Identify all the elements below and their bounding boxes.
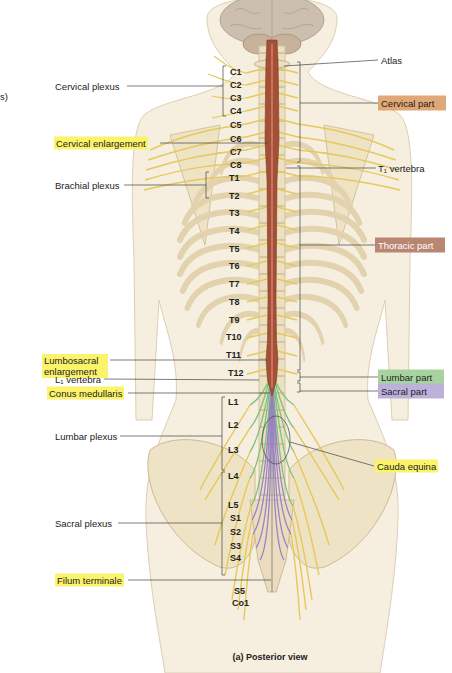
plexus-bracket (124, 172, 209, 198)
nerve-label: L3 (228, 445, 239, 456)
nerve-label: S2 (230, 527, 241, 538)
filum-terminale-strand (272, 396, 273, 592)
nerve-label: C7 (230, 147, 242, 158)
nerve-label: S1 (230, 513, 241, 524)
rib (180, 229, 260, 257)
rib (183, 263, 261, 291)
rib (284, 246, 364, 274)
nerve-label: T10 (226, 332, 242, 343)
nerve-label: T1 (229, 173, 240, 184)
body-silhouette (132, 0, 411, 673)
leader-line (290, 442, 374, 466)
leader-line (128, 580, 271, 581)
region-box: Lumbar part (378, 370, 444, 385)
plexus-bracket (127, 66, 226, 116)
nerve-label: T7 (229, 279, 240, 290)
plexus-bracket (120, 397, 225, 470)
part-label: Lumbar plexus (55, 431, 117, 442)
nerve-label: L1 (228, 397, 239, 408)
term-text: Cervical enlargement (56, 138, 146, 149)
nerve-label: C2 (230, 80, 242, 91)
cropped-text: s) (0, 91, 8, 102)
nerve-label: T8 (229, 297, 240, 308)
highlighted-term: Cervical enlargement (54, 137, 148, 150)
nerve-label: C6 (230, 134, 242, 145)
region-box: Cervical part (378, 96, 446, 111)
part-label: Sacral plexus (55, 518, 112, 529)
leader-line (284, 60, 378, 66)
nerve-label: S3 (230, 541, 241, 552)
highlighted-term: Conus medullaris (47, 387, 124, 400)
plexus-bracket (118, 472, 225, 575)
rib (180, 246, 260, 274)
region-bracket (297, 62, 378, 162)
spinal-cord (265, 40, 279, 396)
term-text: Lumbar part (381, 372, 441, 383)
cauda-equina-loop (262, 416, 290, 464)
nerve-label: C1 (230, 67, 242, 78)
nerve-label: L2 (228, 420, 239, 431)
rib (284, 212, 364, 240)
spinal-cord-highlight (271, 44, 273, 388)
nerve-label: L4 (228, 471, 239, 482)
nerve-label: Co1 (232, 598, 249, 609)
leader-line (286, 168, 376, 169)
highlighted-term: Cauda equina (375, 460, 438, 473)
nerve-label: T11 (226, 350, 241, 361)
leader-line (128, 393, 270, 394)
ilium (148, 440, 255, 569)
rib (283, 280, 357, 308)
nerve-label: S4 (230, 553, 241, 564)
region-bracket (297, 166, 375, 370)
region-bracket (297, 383, 378, 392)
term-text: Cervical part (381, 98, 443, 109)
nerve-label: T2 (229, 191, 240, 202)
leader-line (104, 379, 259, 380)
nerve-label: T12 (228, 368, 244, 379)
term-text: Cauda equina (377, 461, 436, 472)
nerve-label: T3 (229, 208, 240, 219)
nerve-label: C4 (230, 106, 242, 117)
leader-line (110, 360, 266, 361)
part-label: Brachial plexus (55, 180, 119, 191)
nerve-label: T9 (229, 315, 240, 326)
region-box: Sacral part (378, 384, 444, 399)
brain-gyri (230, 0, 314, 44)
region-box: Thoracic part (375, 238, 445, 253)
cervical-plexus-nerves (208, 56, 246, 118)
nerve-label: C3 (230, 93, 242, 104)
part-label: Atlas (381, 55, 402, 66)
nerve-label: T4 (229, 226, 240, 237)
part-label: Cervical plexus (55, 81, 119, 92)
nerve-label: S5 (234, 586, 245, 597)
term-text: Thoracic part (378, 240, 442, 251)
term-text: Conus medullaris (49, 388, 122, 399)
rib (284, 229, 364, 257)
figure-caption: (a) Posterior view (200, 652, 340, 663)
term-text: Filum terminale (57, 575, 122, 586)
highlighted-term: Filum terminale (55, 574, 124, 587)
nerve-label: T5 (229, 244, 240, 255)
nerve-label: T6 (229, 261, 240, 272)
region-bracket (297, 372, 378, 381)
part-label: T₁ vertebra (378, 163, 425, 174)
rib (187, 280, 261, 308)
nerve-label: C5 (230, 120, 242, 131)
term-text: Sacral part (381, 386, 441, 397)
leader-line (160, 143, 268, 144)
rib (180, 212, 260, 240)
rib (284, 263, 362, 291)
nerve-label: C8 (230, 160, 242, 171)
nerve-label: L5 (228, 500, 239, 511)
part-label: L₁ vertebra (55, 374, 101, 385)
